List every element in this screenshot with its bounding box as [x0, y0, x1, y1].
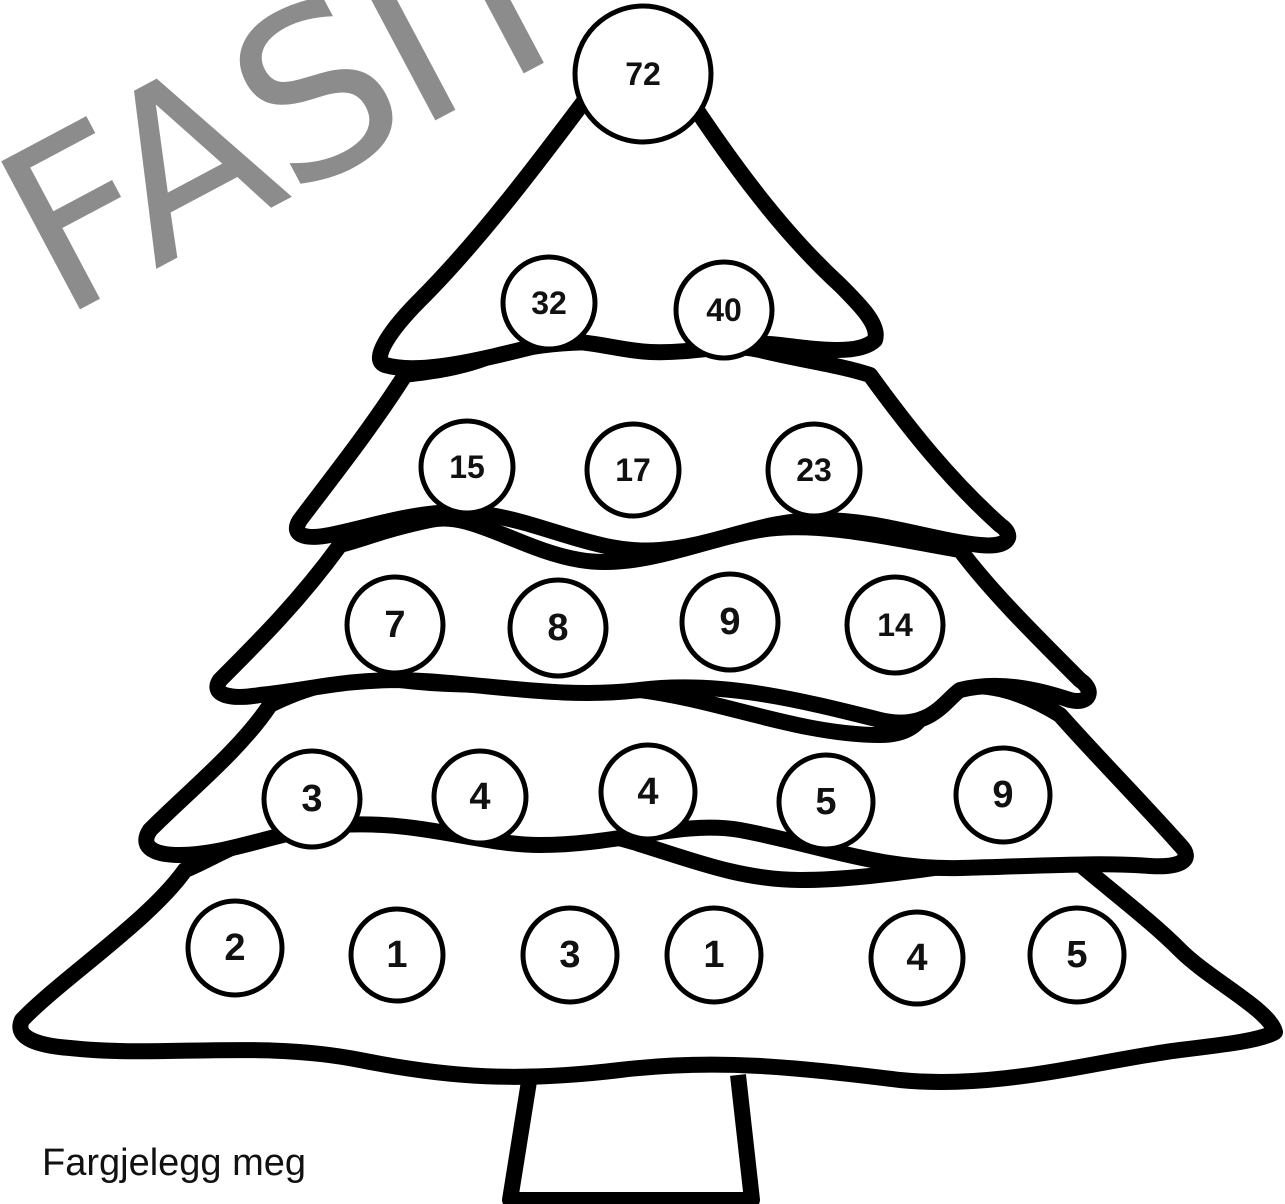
ornament: 4 [871, 912, 963, 1004]
ornament: 4 [601, 745, 695, 839]
tree-trunk [510, 1075, 752, 1200]
ornament: 9 [956, 748, 1050, 842]
ornament-number: 7 [384, 604, 405, 646]
ornament: 4 [434, 751, 526, 843]
ornament: 14 [847, 577, 943, 673]
ornament-number: 14 [877, 607, 913, 643]
ornament-number: 5 [815, 781, 836, 823]
ornament: 1 [351, 909, 443, 1001]
ornament: 8 [510, 580, 606, 676]
ornament: 17 [587, 424, 679, 516]
ornament: 5 [779, 755, 873, 849]
ornament: 1 [667, 908, 761, 1002]
ornament-number: 32 [531, 285, 567, 321]
ornament: 2 [188, 901, 282, 995]
ornament-number: 40 [706, 292, 742, 328]
ornament-number: 4 [469, 776, 490, 818]
ornament: 9 [682, 574, 778, 670]
ornament: 3 [264, 751, 360, 847]
ornament: 40 [676, 262, 772, 358]
ornament: 3 [523, 908, 617, 1002]
ornament-number: 1 [386, 934, 407, 976]
ornament-number: 3 [301, 778, 322, 820]
ornament-number: 15 [449, 449, 485, 485]
ornament: 15 [421, 421, 513, 513]
ornament-number: 23 [796, 452, 832, 488]
ornament-number: 1 [703, 934, 724, 976]
ornament-number: 17 [615, 452, 651, 488]
ornament-number: 9 [992, 774, 1013, 816]
ornament-number: 2 [224, 927, 245, 969]
ornament: 72 [575, 6, 711, 142]
ornament-number: 8 [547, 607, 568, 649]
ornament-number: 72 [625, 56, 661, 92]
ornament: 23 [768, 424, 860, 516]
ornament: 5 [1030, 908, 1124, 1002]
ornament-number: 9 [719, 601, 740, 643]
ornament: 7 [347, 577, 443, 673]
caption-text: Fargjelegg meg [42, 1142, 306, 1185]
ornament-number: 4 [906, 937, 927, 979]
ornament-number: 3 [559, 934, 580, 976]
ornament: 32 [503, 257, 595, 349]
ornament-number: 4 [637, 771, 658, 813]
ornament-number: 5 [1066, 934, 1087, 976]
